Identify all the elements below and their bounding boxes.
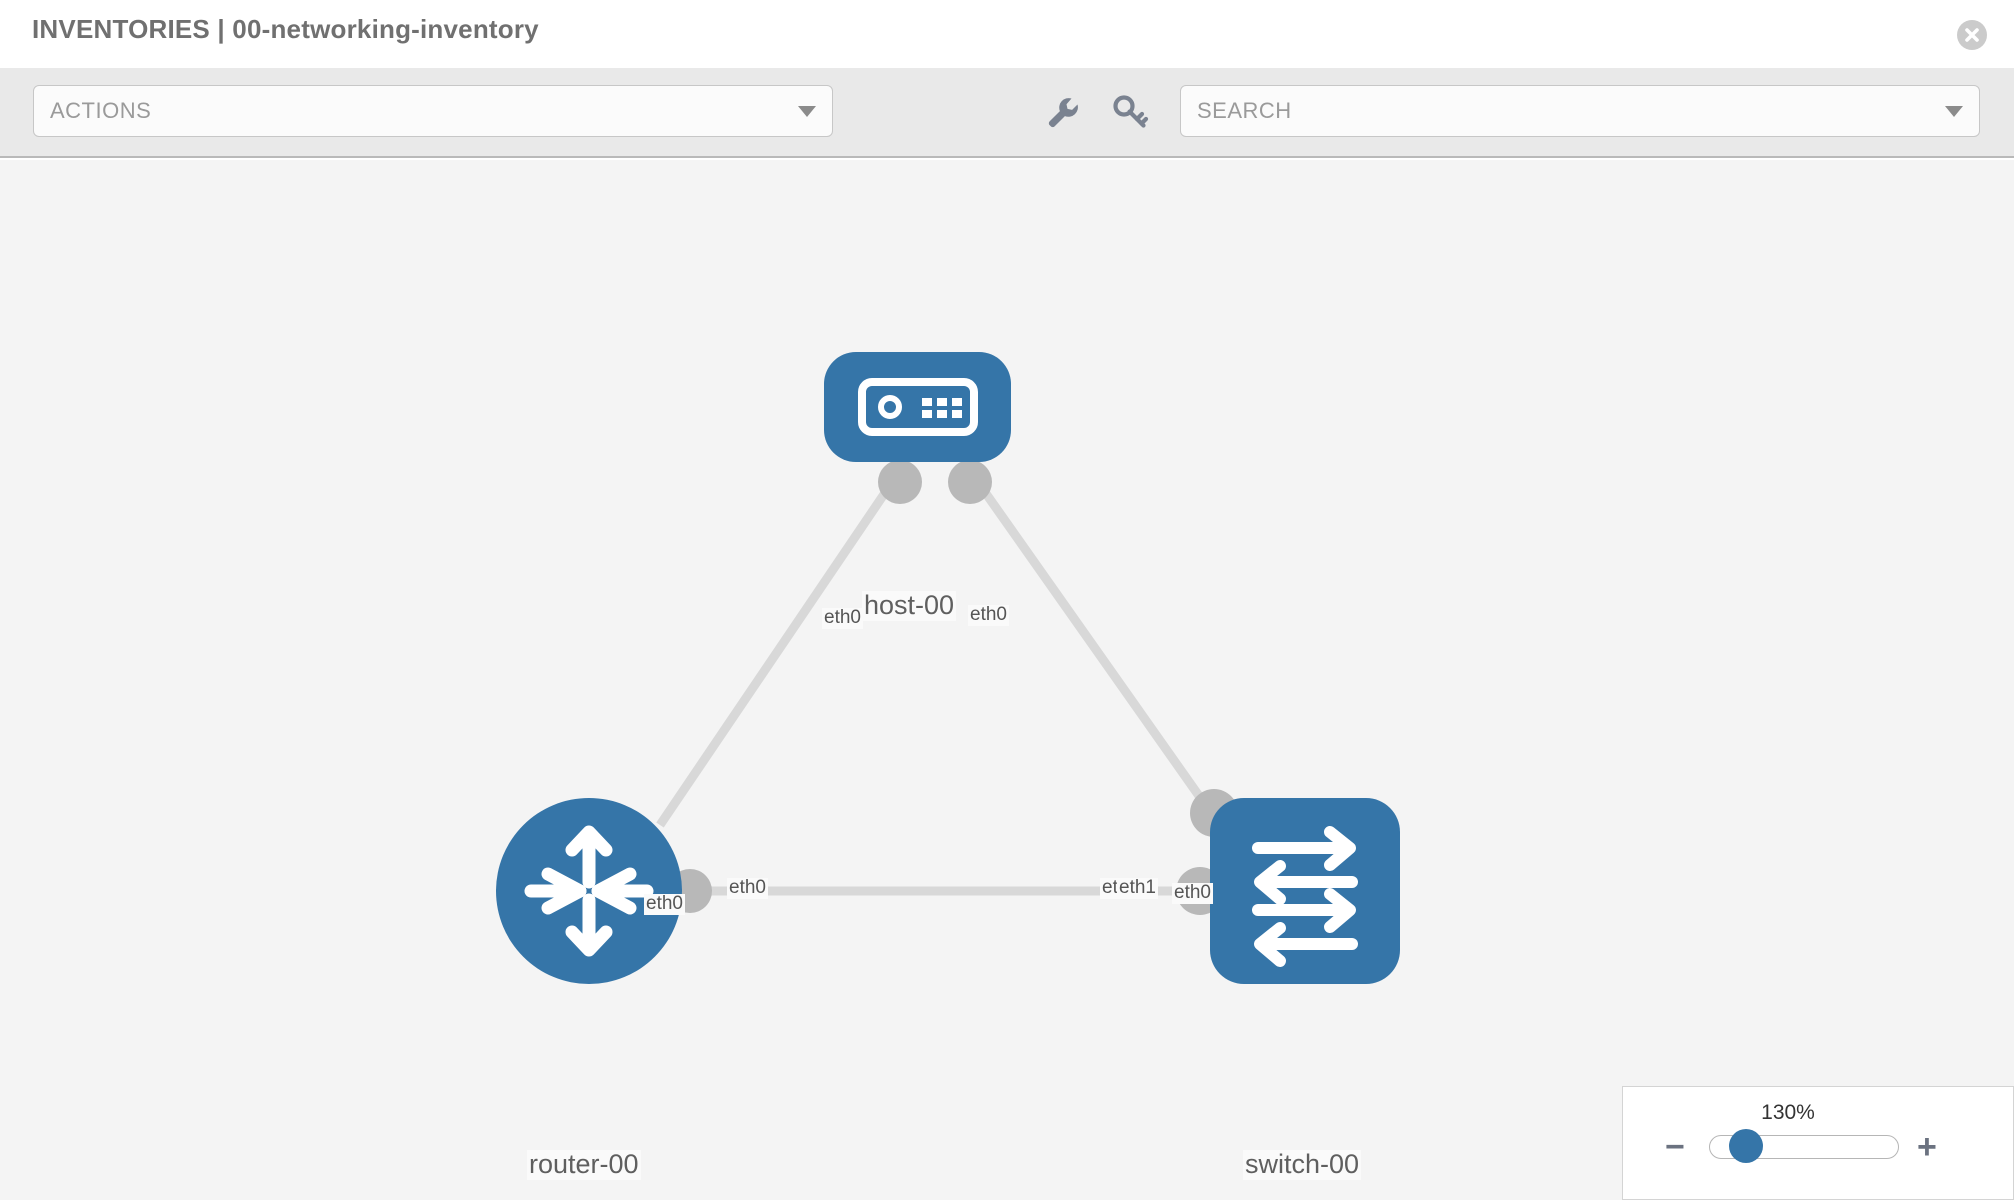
topology-graph: [496, 352, 1400, 984]
wrench-icon[interactable]: [1042, 92, 1082, 132]
zoom-in-button[interactable]: +: [1917, 1128, 1937, 1166]
connector-host-left: [878, 460, 922, 504]
page-title: INVENTORIES | 00-networking-inventory: [32, 14, 539, 44]
close-icon[interactable]: [1956, 19, 1988, 51]
node-switch-00: [1210, 798, 1400, 984]
chevron-down-icon: [1945, 105, 1963, 117]
search-placeholder: SEARCH: [1197, 98, 1292, 123]
page-header: INVENTORIES | 00-networking-inventory: [0, 0, 2014, 68]
node-label-router-00: router-00: [527, 1149, 641, 1180]
zoom-slider-thumb[interactable]: [1729, 1129, 1763, 1163]
zoom-level-label: 130%: [1761, 1101, 1815, 1124]
node-label-switch-00: switch-00: [1243, 1149, 1362, 1180]
interface-label-router-eth0: eth0: [727, 877, 768, 899]
server-icon: [858, 378, 978, 436]
node-host-00: [824, 352, 1011, 462]
switch-arrows-icon: [1252, 826, 1358, 967]
chevron-down-icon: [798, 105, 816, 117]
zoom-out-button[interactable]: −: [1665, 1128, 1685, 1166]
interface-label-router-uplink: eth0: [644, 893, 685, 915]
interface-label-switch-uplink: eth0: [1172, 882, 1213, 904]
node-router-00: [496, 798, 682, 984]
link-host-router: [656, 475, 899, 828]
link-host-switch: [971, 475, 1220, 823]
connector-host-right: [948, 460, 992, 504]
router-arrows-icon: [524, 825, 654, 957]
zoom-control-panel: 130% − +: [1622, 1086, 2014, 1200]
actions-dropdown[interactable]: ACTIONS: [33, 85, 833, 137]
interface-label-host-right: eth0: [968, 604, 1009, 626]
interface-label-switch-eth1: eth1: [1117, 877, 1158, 899]
actions-dropdown-label: ACTIONS: [50, 98, 152, 123]
interface-label-host-left: eth0: [822, 607, 863, 629]
topology-canvas[interactable]: host-00 router-00 switch-00 eth0 eth0 et…: [0, 160, 2014, 1200]
topology-links: [656, 475, 1220, 896]
search-input[interactable]: SEARCH: [1180, 85, 1980, 137]
key-icon[interactable]: [1110, 92, 1150, 132]
node-label-host-00: host-00: [862, 590, 957, 621]
